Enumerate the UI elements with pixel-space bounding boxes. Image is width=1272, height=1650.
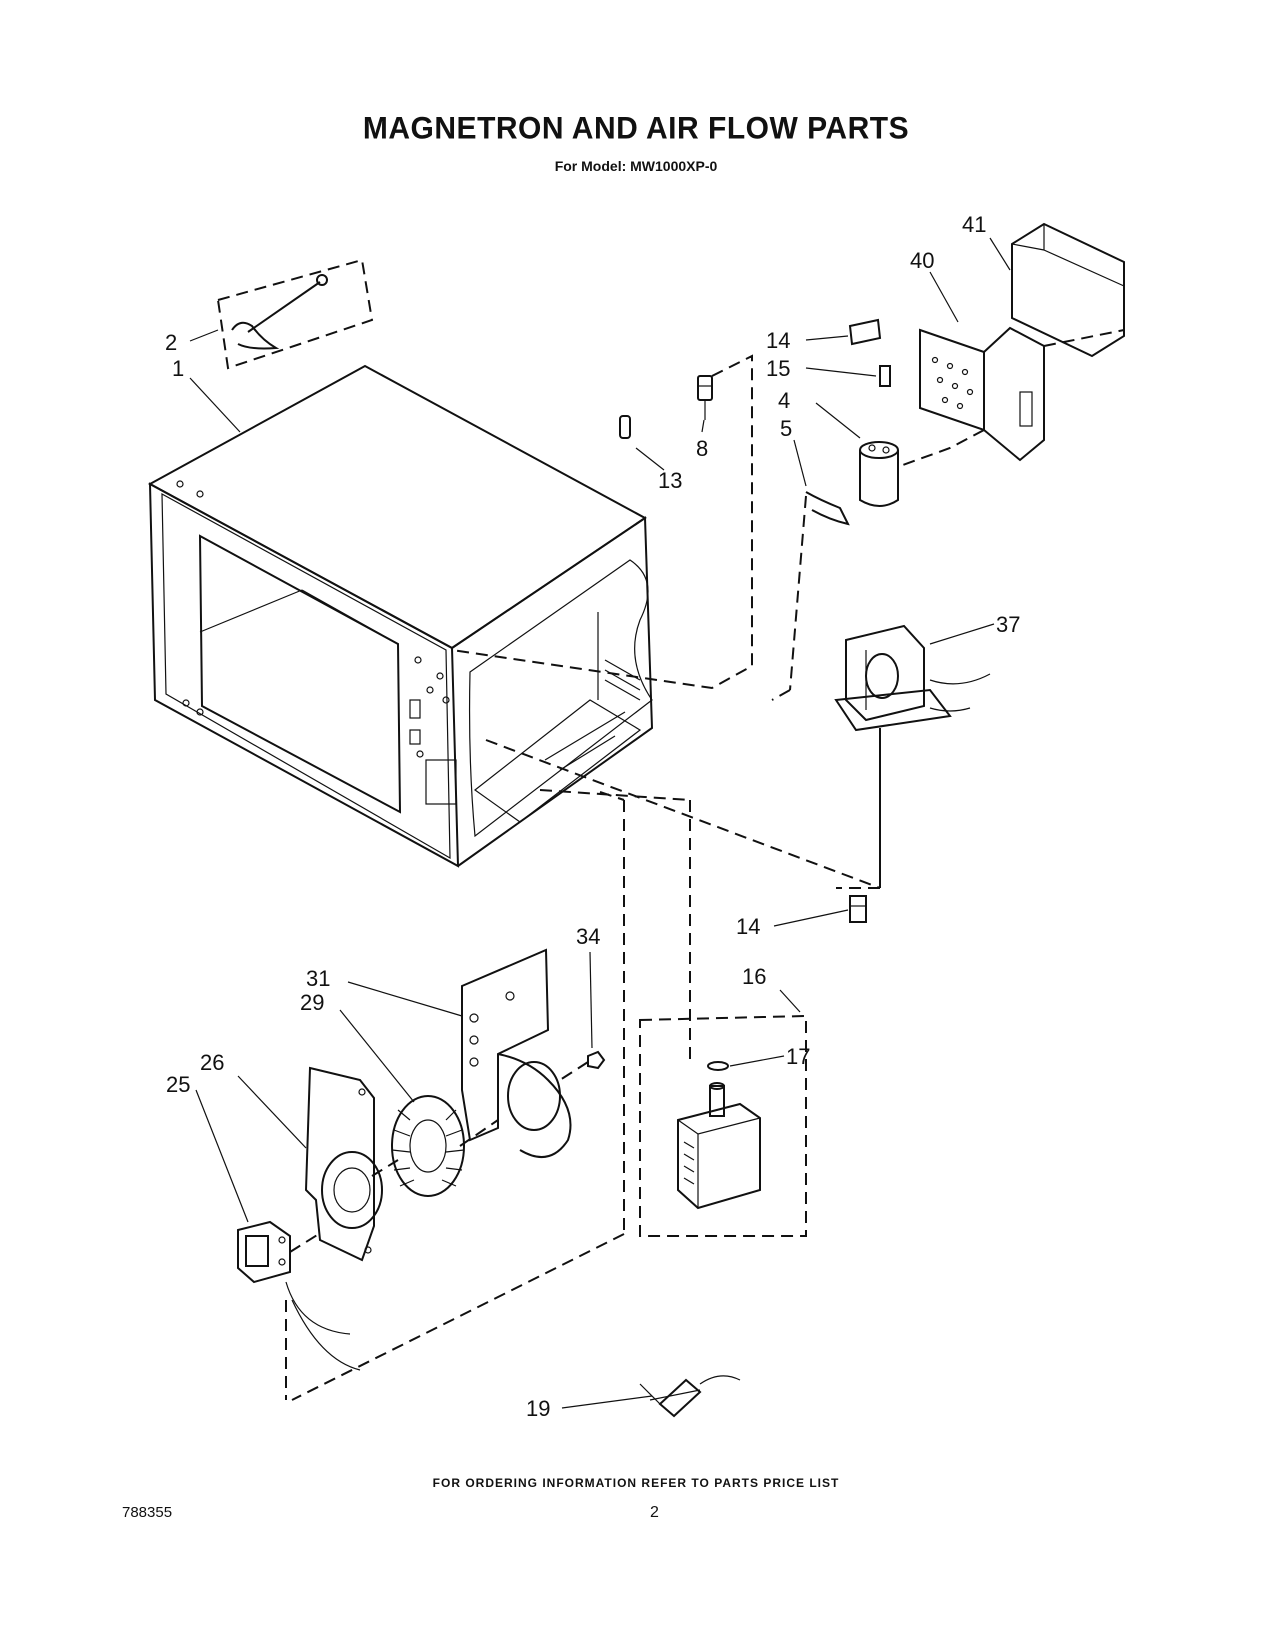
callout-29: 29: [300, 990, 324, 1015]
part-37-transformer: [834, 624, 991, 889]
callout-34: 34: [576, 924, 600, 949]
callout-37: 37: [996, 612, 1020, 637]
callout-13: 13: [658, 468, 682, 493]
part-25-fan-motor: [237, 1220, 361, 1371]
part-8-switch: [451, 354, 753, 690]
callout-16: 16: [742, 964, 766, 989]
part-5-capacitor-clip: [771, 491, 850, 701]
part-14-holder-top: [848, 318, 882, 346]
part-4-capacitor: [859, 441, 899, 507]
document-number: 788355: [122, 1504, 173, 1521]
ordering-note: FOR ORDERING INFORMATION REFER TO PARTS …: [432, 1476, 840, 1490]
part-15-diode: [879, 365, 891, 387]
part-41-cover: [899, 222, 1125, 467]
part-17-gasket: [707, 1061, 729, 1071]
cabinet-part-1: [147, 364, 654, 868]
part-29-fan-blade: [391, 1095, 499, 1197]
leader-lines: [189, 237, 1011, 1409]
callout-31: 31: [306, 966, 330, 991]
part-16-magnetron-group: [639, 1014, 807, 1237]
callout-4: 4: [778, 388, 790, 413]
callout-2: 2: [165, 330, 177, 355]
assembly-guide-lines: [285, 739, 881, 1401]
part-34-nut: [559, 1050, 606, 1081]
part-13-fuse: [619, 415, 631, 439]
callout-41: 41: [962, 212, 986, 237]
part-26-fan-bracket: [304, 1066, 399, 1262]
part-19-thermal-cutout: [639, 1375, 741, 1418]
callout-1: 1: [172, 356, 184, 381]
page-title: MAGNETRON AND AIR FLOW PARTS: [362, 111, 910, 146]
callout-40: 40: [910, 248, 934, 273]
page-number: 2: [650, 1504, 659, 1521]
callout-15: 15: [766, 356, 790, 381]
magnetron-body: [677, 1082, 761, 1210]
callout-14-top: 14: [766, 328, 790, 353]
callout-26: 26: [200, 1050, 224, 1075]
model-subtitle: For Model: MW1000XP-0: [554, 158, 718, 174]
callout-25: 25: [166, 1072, 190, 1097]
part-14-holder-bottom: [849, 895, 867, 923]
part-31-air-duct: [461, 948, 572, 1159]
part-2-latch-assembly: [216, 258, 374, 370]
callout-14-bottom: 14: [736, 914, 760, 939]
callout-8: 8: [696, 436, 708, 461]
part-40-shield: [919, 326, 1045, 462]
callout-5: 5: [780, 416, 792, 441]
callout-19: 19: [526, 1396, 550, 1421]
callout-17: 17: [786, 1044, 810, 1069]
